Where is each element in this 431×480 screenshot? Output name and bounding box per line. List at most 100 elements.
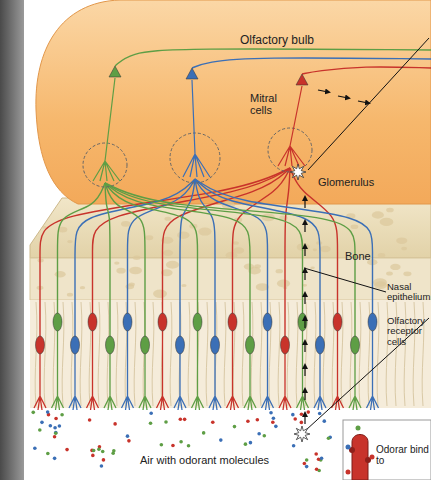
bone-pore [380,218,394,226]
bone-pore [403,271,411,276]
receptor-axon [163,168,291,314]
epithelium-fibre [224,302,226,406]
bone-pore [351,224,359,229]
odorant-molecule [88,418,92,422]
odorant-molecule [314,452,318,456]
bone-pore [378,253,386,258]
epithelium-fibre [251,302,253,406]
odorant-molecule [269,411,273,415]
receptor-cell [333,313,342,331]
odorant-molecule [179,418,183,422]
odorant-molecule [202,431,206,435]
epithelium-fibre [107,302,109,406]
bone-pore [254,264,261,268]
receptor-dendrite [174,353,186,410]
odorant-molecule [46,452,50,456]
bone-pore [320,246,331,253]
odorant-molecule [54,431,58,435]
bone-pore [396,237,407,244]
epithelium-fibre [116,302,118,406]
signal-arrow [304,270,305,280]
mitral-cell [109,66,121,77]
receptor-cell [368,313,377,331]
leader-line [304,268,386,292]
bone-pore [390,264,400,270]
receptor-dendrite [279,353,291,410]
receptor-dendrite [297,330,309,410]
epithelium-fibre [170,302,172,406]
odorant-molecule [320,456,324,460]
epithelium-fibre [314,302,316,406]
bone-pore [277,280,290,288]
receptor-dendrite [34,353,46,410]
odorant-molecule [300,412,304,416]
odorant-molecule [179,440,183,444]
bone-pore [181,284,186,287]
odorant-molecule [257,432,261,436]
bone-pore [313,249,317,252]
bone-pore [163,250,173,256]
bone-pore [372,211,384,218]
odorant-molecule [100,464,104,468]
bone-pore [114,261,119,264]
signal-arrow [304,318,305,328]
odorant-molecule [346,445,351,450]
receptor-dendrite [227,330,239,410]
olfactory-bulb [36,0,431,204]
receptor-cell [106,336,115,354]
receptor-axon [105,183,355,337]
receptor-cell [88,313,97,331]
odorant-molecule [65,448,69,452]
odorant-molecule [327,436,331,440]
odorant-molecule [113,422,117,426]
receptor-cell [158,313,167,331]
receptor-cell [176,336,185,354]
signal-arrow [338,96,348,98]
odorant-molecule [318,412,322,416]
odorant-molecule [300,421,304,425]
receptor-cell [228,313,237,331]
receptor-cell [298,313,307,331]
bone-pore [166,261,179,269]
odorant-molecule [187,444,191,448]
odorant-molecule [31,411,35,415]
bone-pore [133,256,141,261]
receptor-axon [40,168,290,337]
receptor-axon [128,179,196,314]
epithelium-fibre [377,302,379,406]
epithelium-fibre [62,302,64,406]
odorant-molecule [356,426,361,431]
receptor-dendrite [104,353,116,410]
odorant-molecule [263,434,267,438]
receptor-cell [123,313,132,331]
odorant-molecule [111,451,115,455]
odorant-molecule [246,419,250,423]
signal-arrow [304,366,305,376]
nasal-epithelium [30,300,431,408]
odorant-molecule [97,447,101,451]
odorant-molecule [46,410,50,414]
receptor-dendrite [69,353,81,410]
receptor-dendrite [87,330,99,410]
receptor-cell [316,336,325,354]
receptor-cell [281,336,290,354]
bone-pore [177,231,189,238]
bone-pore [386,208,394,213]
odorant-molecule [58,424,62,428]
odorant-molecule [306,410,310,414]
receptor-axon [290,168,338,314]
receptor-axon [180,179,195,337]
mitral-cell [186,68,198,79]
bone-pore [67,240,73,243]
receptor-axon [58,183,106,314]
receptor-axon [195,179,373,314]
signal-arrow [304,222,305,232]
inset-frame [343,420,431,480]
signal-arrow [304,246,305,256]
bone-pore [297,243,310,251]
odorant-molecule [315,467,319,471]
odorant-molecule [33,447,37,451]
odorant-molecule [272,416,276,420]
signal-arrow [304,294,305,304]
